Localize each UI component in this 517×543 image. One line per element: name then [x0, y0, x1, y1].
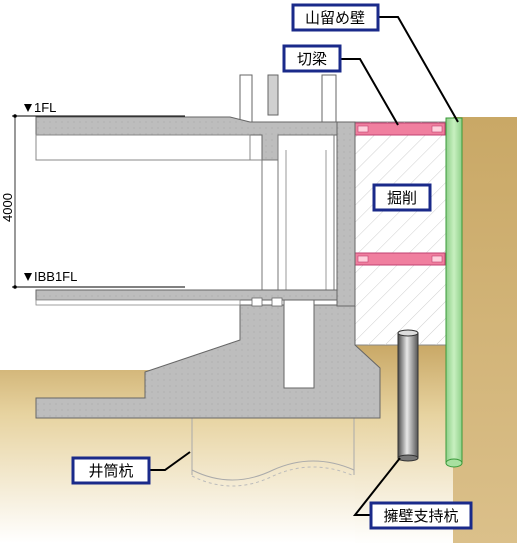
- leader-strut: [340, 58, 399, 126]
- svg-text:山留め壁: 山留め壁: [305, 10, 365, 27]
- level-marker-1fl: [24, 104, 32, 112]
- strut-lower-plate-right: [431, 255, 443, 263]
- basement-column-left: [261, 159, 279, 293]
- level-1fl-label: 1FL: [34, 100, 56, 115]
- leader-retaining-wall: [378, 16, 459, 123]
- soil-right: [453, 117, 517, 543]
- foundation-concrete: [35, 304, 381, 419]
- label-support-pile: 擁壁支持杭: [369, 501, 473, 530]
- svg-text:掘削: 掘削: [387, 190, 417, 207]
- well-pile-outline: [191, 418, 355, 487]
- basement-wall: [336, 121, 356, 307]
- strut-upper-plate-right: [431, 125, 443, 133]
- slab-b1fl-underside: [35, 299, 241, 306]
- level-marker-b1fl: [24, 273, 32, 281]
- footing-pit: [283, 299, 315, 389]
- label-retaining-wall: 山留め壁: [291, 3, 380, 32]
- excavation-hatch: [355, 122, 447, 345]
- leader-well-pile: [149, 451, 191, 471]
- label-excavation: 掘削: [372, 183, 432, 212]
- dimension-4000: 4000: [0, 193, 15, 222]
- support-pile-top: [397, 329, 419, 337]
- svg-text:井筒杭: 井筒杭: [88, 463, 133, 480]
- column-left-upper: [239, 74, 253, 123]
- column-mid-upper: [267, 74, 279, 116]
- basement-column-core: [277, 134, 335, 293]
- retaining-wall: [445, 117, 463, 464]
- svg-text:切梁: 切梁: [297, 51, 327, 68]
- slab-b1fl: [35, 289, 338, 301]
- beam-1fl: [35, 134, 251, 161]
- label-strut: 切梁: [282, 44, 342, 73]
- support-pile-bottom: [397, 454, 419, 462]
- retaining-wall-bottom: [445, 458, 463, 468]
- level-b1fl-label: IBB1FL: [34, 269, 77, 284]
- strut-lower: [354, 252, 446, 266]
- column-right-upper: [321, 74, 337, 123]
- svg-text:擁壁支持杭: 擁壁支持杭: [383, 508, 458, 525]
- strut-upper-plate-left: [357, 125, 369, 133]
- leader-support-pile: [352, 457, 401, 516]
- strut-upper: [354, 122, 446, 136]
- label-well-pile: 井筒杭: [71, 456, 151, 485]
- support-pile: [397, 332, 419, 459]
- strut-lower-plate-left: [357, 255, 369, 263]
